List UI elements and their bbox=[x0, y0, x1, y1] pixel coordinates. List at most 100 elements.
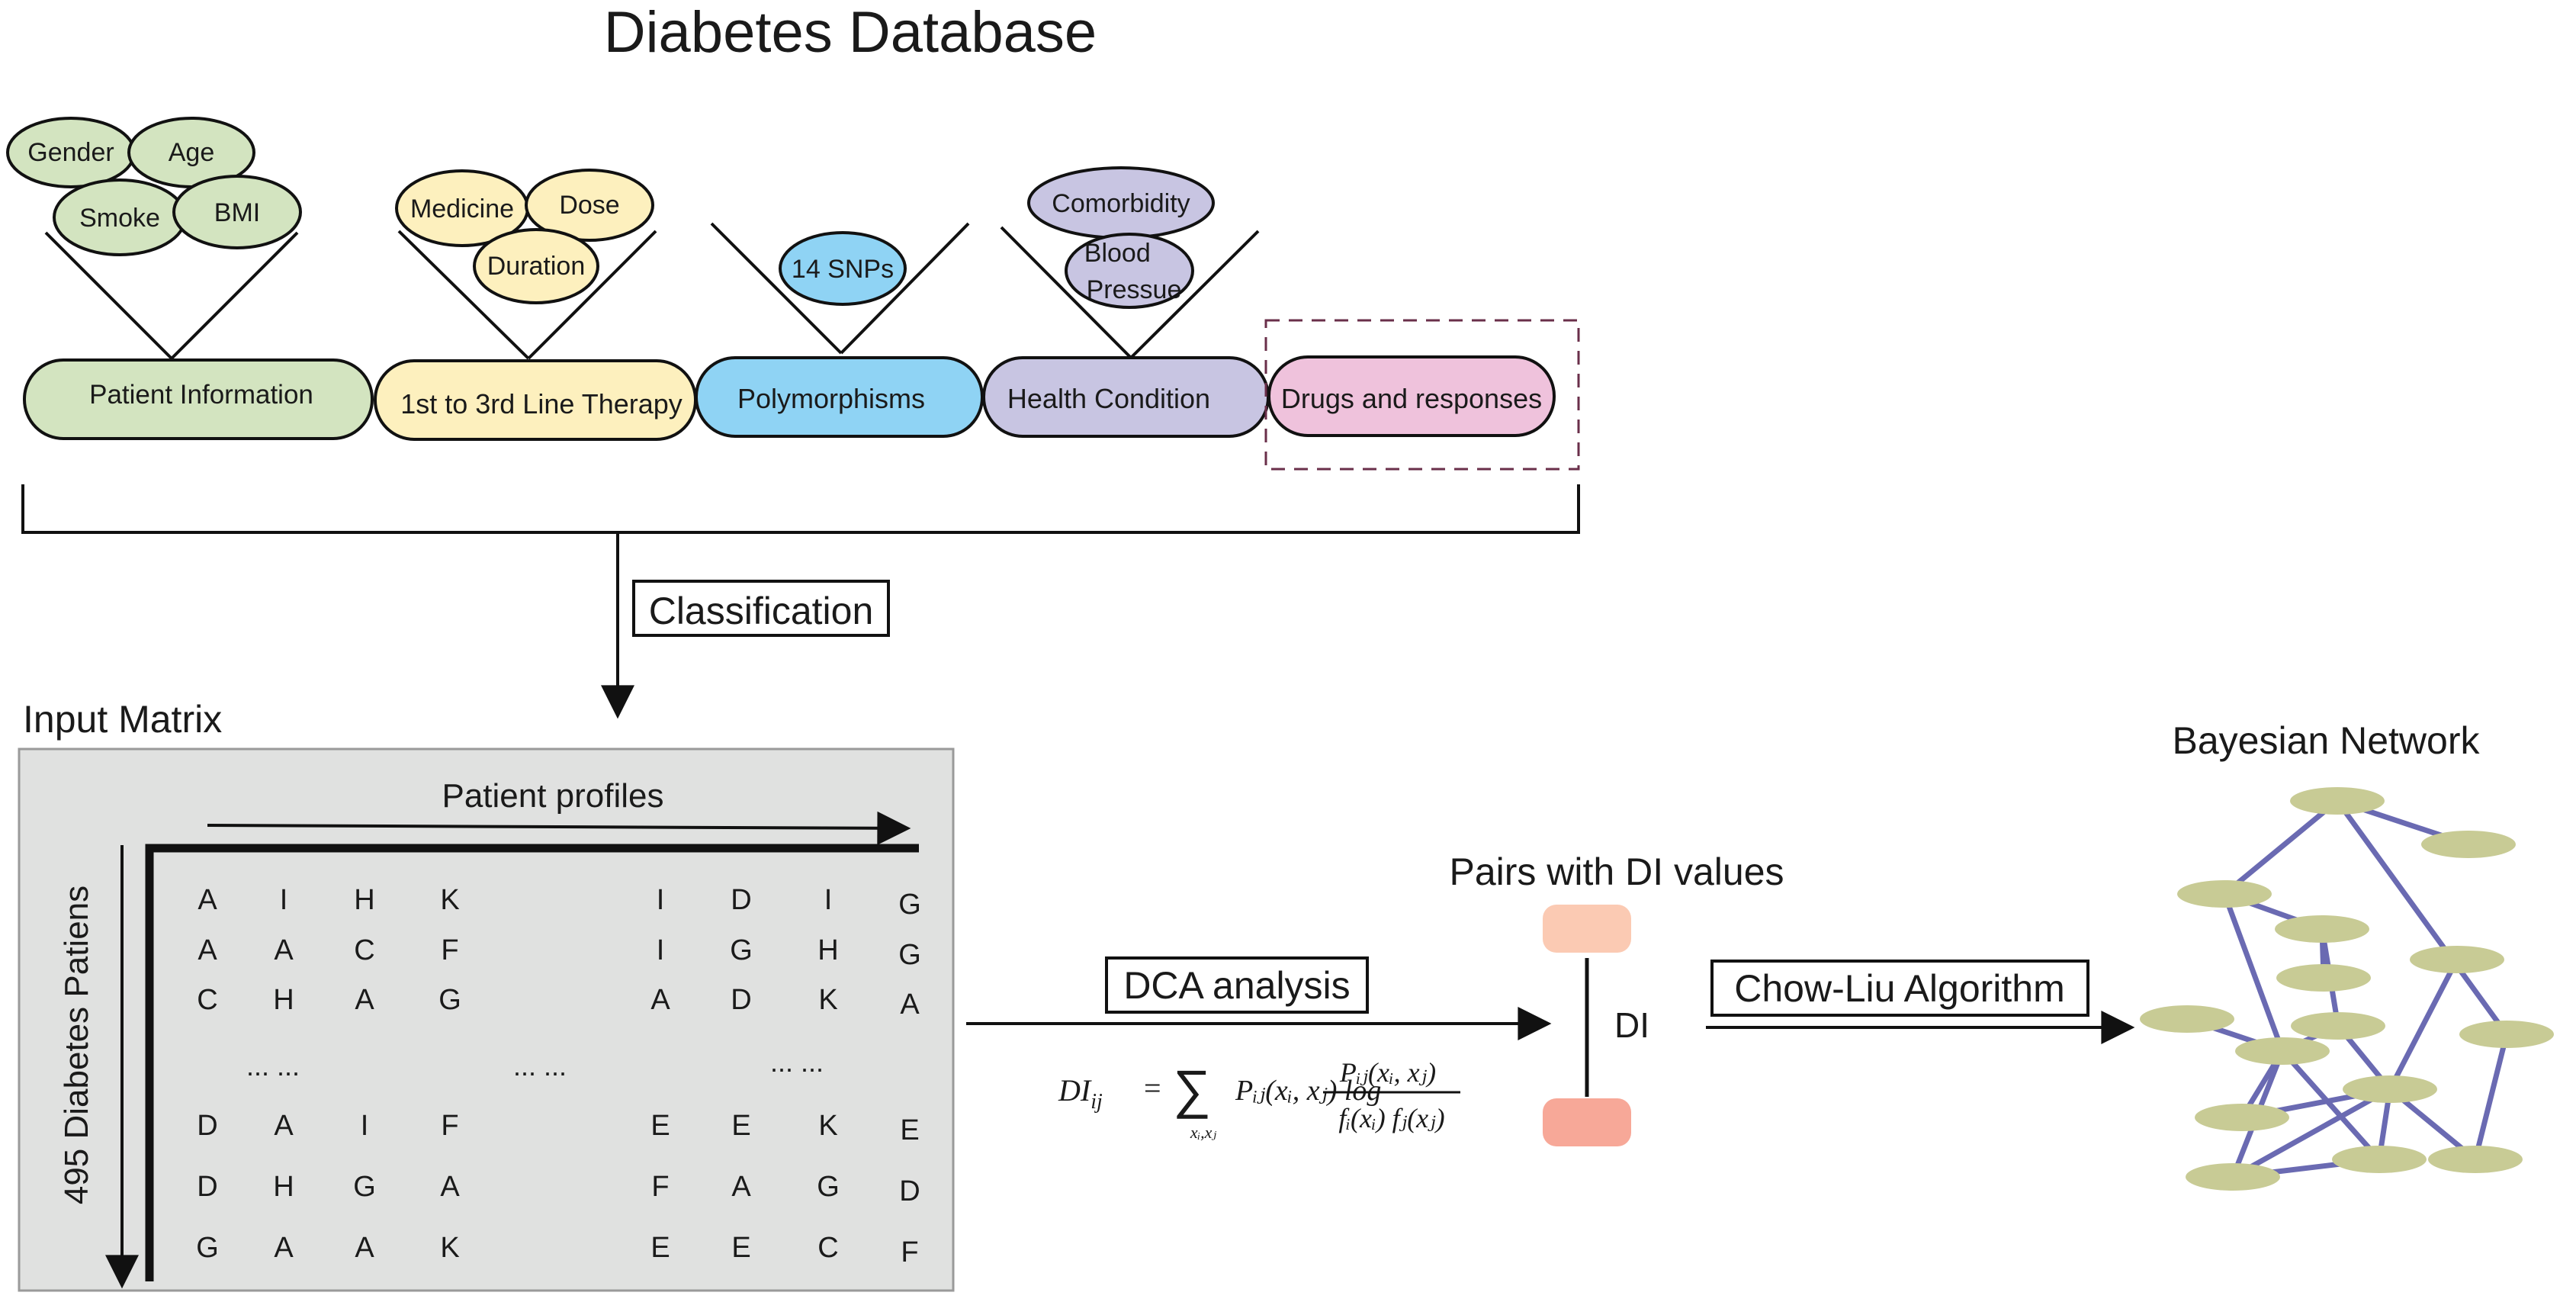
matrix-cell: F bbox=[441, 1110, 458, 1142]
bayesian-network-nodes bbox=[2140, 787, 2554, 1191]
item-bmi-pill bbox=[172, 175, 302, 249]
item-14-snps-label: 14 SNPs bbox=[792, 255, 894, 284]
category-health-condition-label: Health Condition bbox=[1007, 383, 1210, 414]
matrix-cell: F bbox=[651, 1171, 669, 1203]
drugs-responses-dashed-box bbox=[1264, 319, 1580, 471]
matrix-cell: A bbox=[900, 989, 920, 1021]
category-line-therapy-label: 1st to 3rd Line Therapy bbox=[400, 388, 683, 420]
chow-liu-label: Chow-Liu Algorithm bbox=[1734, 967, 2065, 1010]
dca-label-box: DCA analysis bbox=[1105, 956, 1369, 1014]
matrix-cell: A bbox=[198, 884, 217, 916]
item-age-label: Age bbox=[169, 138, 215, 167]
formula-term: Pᵢⱼ(xᵢ, xⱼ) log bbox=[1235, 1075, 1381, 1107]
category-drugs-responses-pill bbox=[1267, 355, 1556, 437]
classification-label: Classification bbox=[649, 590, 874, 632]
category-line-therapy: Medicine Dose Duration 1st to 3rd Line T… bbox=[374, 169, 697, 441]
matrix-cell: G bbox=[438, 984, 461, 1016]
bayesian-node bbox=[2428, 1146, 2523, 1173]
pairs-title: Pairs with DI values bbox=[1449, 850, 1784, 893]
pair-node-top bbox=[1543, 905, 1631, 953]
dca-label: DCA analysis bbox=[1123, 964, 1350, 1007]
matrix-cell: H bbox=[273, 1171, 294, 1203]
bayesian-node bbox=[2186, 1163, 2280, 1191]
item-blood-pressure-label: Blood Pressue bbox=[1084, 239, 1182, 304]
chow-liu-label-box: Chow-Liu Algorithm bbox=[1710, 960, 2089, 1017]
matrix-ellipsis: ... ... bbox=[770, 1046, 824, 1078]
formula-lhs-main: DI bbox=[1058, 1073, 1092, 1108]
matrix-cell: D bbox=[731, 984, 751, 1016]
bayesian-node bbox=[2421, 831, 2516, 858]
matrix-cell: A bbox=[355, 1232, 374, 1264]
bayesian-node bbox=[2343, 1075, 2437, 1103]
matrix-cell: G bbox=[730, 934, 753, 966]
formula-lhs: DIij bbox=[1058, 1073, 1103, 1114]
item-dose-pill bbox=[525, 169, 654, 242]
item-duration-pill bbox=[473, 228, 599, 304]
matrix-cell: H bbox=[354, 884, 374, 916]
matrix-cell: I bbox=[824, 884, 833, 916]
item-comorbidity-label: Comorbidity bbox=[1052, 189, 1190, 218]
category-patient-information-pill bbox=[23, 358, 374, 440]
matrix-cell: K bbox=[818, 1110, 837, 1142]
matrix-cell: A bbox=[355, 984, 374, 1016]
formula-denominator: fᵢ(xᵢ) fⱼ(xⱼ) bbox=[1338, 1103, 1444, 1133]
bayesian-edge bbox=[2221, 798, 2340, 897]
patient-profiles-label: Patient profiles bbox=[442, 777, 663, 815]
formula-lhs-sub: ij bbox=[1090, 1090, 1103, 1114]
matrix-ellipsis: ... ... bbox=[513, 1050, 567, 1082]
item-blood-pressure-line1: Blood bbox=[1084, 239, 1151, 268]
category-health-condition: Comorbidity Blood Pressue Health Conditi… bbox=[982, 166, 1270, 438]
matrix-cell: E bbox=[650, 1110, 670, 1142]
category-polymorphisms-label: Polymorphisms bbox=[737, 383, 925, 414]
bayesian-node bbox=[2275, 915, 2369, 943]
di-label: DI bbox=[1614, 1005, 1649, 1045]
matrix-cell: K bbox=[440, 884, 459, 916]
category-patient-information: Gender Age Smoke BMI Patient Information bbox=[6, 117, 374, 440]
bayesian-node bbox=[2291, 1012, 2385, 1040]
matrix-cell: C bbox=[197, 984, 217, 1016]
matrix-cell: F bbox=[441, 934, 458, 966]
matrix-cell: F bbox=[901, 1236, 918, 1268]
matrix-cell: I bbox=[657, 934, 665, 966]
item-blood-pressure-line2: Pressue bbox=[1087, 275, 1182, 304]
matrix-cell: D bbox=[731, 884, 751, 916]
matrix-cell: E bbox=[900, 1114, 919, 1146]
pair-node-bottom bbox=[1543, 1098, 1631, 1146]
formula-numerator: Pᵢⱼ(xᵢ, xⱼ) bbox=[1339, 1057, 1436, 1088]
bayesian-network-title: Bayesian Network bbox=[2173, 719, 2481, 762]
matrix-cell: C bbox=[354, 934, 374, 966]
bayesian-edge bbox=[2334, 798, 2510, 1037]
matrix-cell: G bbox=[196, 1232, 219, 1264]
matrix-cell: K bbox=[440, 1232, 459, 1264]
matrix-cell: A bbox=[274, 934, 294, 966]
matrix-cell: G bbox=[353, 1171, 376, 1203]
bayesian-edge bbox=[2221, 891, 2285, 1054]
bayesian-node bbox=[2290, 787, 2385, 815]
matrix-cell: I bbox=[361, 1110, 369, 1142]
item-dose-label: Dose bbox=[559, 191, 619, 220]
bayesian-node bbox=[2140, 1005, 2234, 1033]
matrix-cell: C bbox=[817, 1232, 838, 1264]
matrix-cell: A bbox=[731, 1171, 751, 1203]
matrix-cell: E bbox=[731, 1232, 750, 1264]
bayesian-edge bbox=[2472, 1031, 2510, 1162]
item-duration-label: Duration bbox=[487, 252, 586, 281]
bayesian-edge bbox=[2387, 956, 2460, 1092]
classification-bracket bbox=[21, 484, 1580, 719]
category-drugs-responses-label: Drugs and responses bbox=[1281, 383, 1542, 414]
matrix-cell: E bbox=[731, 1110, 750, 1142]
bayesian-node bbox=[2235, 1037, 2330, 1065]
category-patient-information-label: Patient Information bbox=[89, 380, 313, 410]
matrix-cell: H bbox=[817, 934, 838, 966]
input-matrix-background bbox=[18, 747, 955, 1292]
item-bmi-label: BMI bbox=[214, 198, 260, 227]
formula-sum-sub: xᵢ,xⱼ bbox=[1190, 1123, 1217, 1142]
item-gender-label: Gender bbox=[27, 138, 114, 167]
bayesian-node bbox=[2276, 964, 2371, 992]
matrix-cell: D bbox=[197, 1171, 217, 1203]
di-formula: DIij = ∑ xᵢ,xⱼ Pᵢⱼ(xᵢ, xⱼ) log Pᵢⱼ(xᵢ, x… bbox=[1058, 1057, 1460, 1142]
bayesian-node bbox=[2332, 1146, 2427, 1173]
bayesian-node bbox=[2410, 946, 2504, 973]
